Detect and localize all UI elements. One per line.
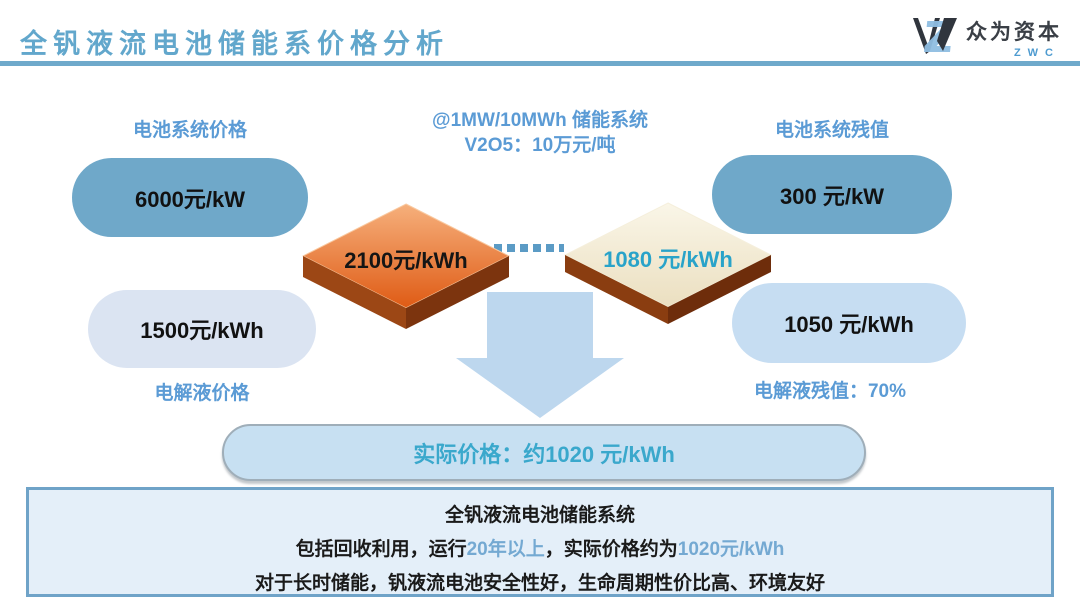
summary-line-1: 全钒液流电池储能系统 [444,505,635,526]
logo-name: 众为资本 [966,21,1062,44]
residual-diamond: 1080 元/kWh [563,202,773,329]
battery-residual-pill: 300 元/kW [712,155,952,234]
battery-price-label: 电池系统价格 [132,120,247,141]
summary-line-2-seg4: 1020元/kWh [677,539,785,560]
summary-line-2-seg1: 包括回收利用，运行 [295,539,467,560]
cost-diamond-value: 2100元/kWh [344,248,468,273]
electrolyte-residual-pill: 1050 元/kWh [732,283,966,363]
dotted-connector [494,244,564,252]
electrolyte-price-pill: 1500元/kWh [88,290,316,368]
logo-sub: ZWC [1013,47,1060,59]
title-underline [0,61,1080,66]
summary-line-2-seg3: ，实际价格约为 [544,539,678,560]
down-arrow-icon [455,292,625,424]
summary-box: 全钒液流电池储能系统 包括回收利用，运行20年以上，实际价格约为1020元/kW… [26,487,1054,597]
residual-diamond-value: 1080 元/kWh [603,247,733,272]
annotation-line-2: V2O5：10万元/吨 [464,135,616,156]
logo: 众为资本 ZWC [912,14,1062,61]
zwc-logo-icon [912,14,958,61]
residual-diamond-shape [563,202,773,324]
system-annotation: @1MW/10MWh 储能系统 V2O5：10万元/吨 [432,108,648,158]
summary-line-2-seg2: 20年以上 [466,539,545,560]
electrolyte-residual-label: 电解液残值：70% [753,381,907,402]
cost-diamond: 2100元/kWh [301,203,511,330]
electrolyte-price-label: 电解液价格 [154,383,250,404]
page-title: 全钒液流电池储能系价格分析 [20,29,449,59]
summary-line-3: 对于长时储能，钒液流电池安全性好，生命周期性价比高、环境友好 [254,573,825,594]
summary-line-2: 包括回收利用，运行20年以上，实际价格约为1020元/kWh [29,533,1051,567]
battery-residual-label: 电池系统残值 [774,120,889,141]
annotation-line-1: @1MW/10MWh 储能系统 [432,110,648,131]
cost-diamond-shape [301,203,511,329]
battery-price-pill: 6000元/kW [72,158,308,237]
actual-price-pill: 实际价格：约1020 元/kWh [222,424,866,481]
